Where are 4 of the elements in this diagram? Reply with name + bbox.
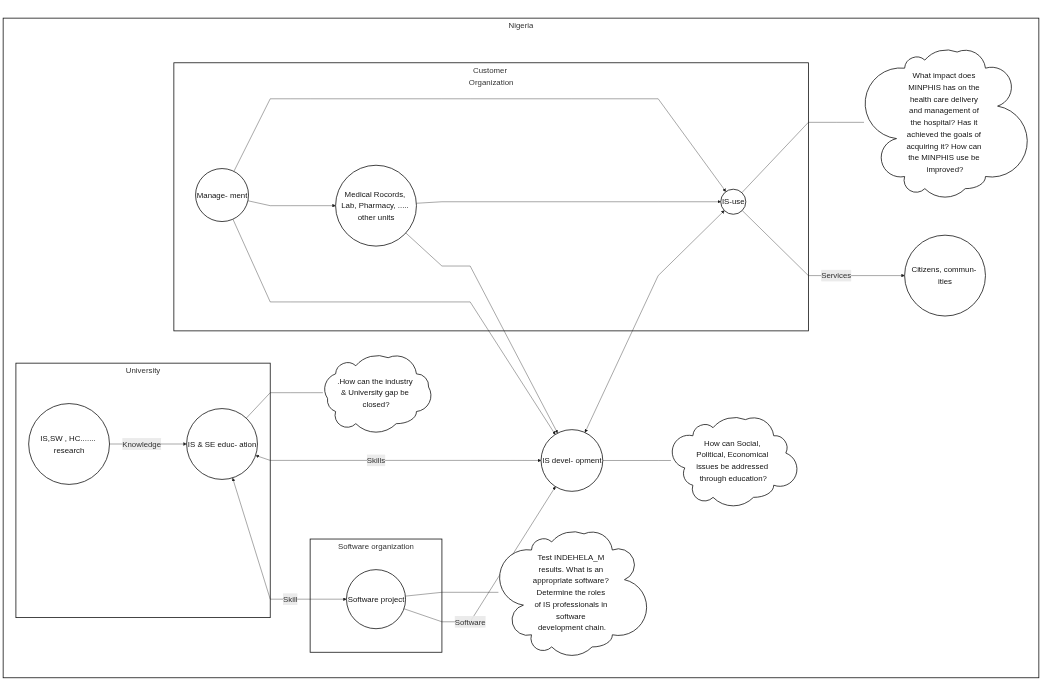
connector xyxy=(741,122,865,193)
connector xyxy=(246,392,324,419)
connector xyxy=(602,460,672,461)
connector xyxy=(405,592,499,597)
